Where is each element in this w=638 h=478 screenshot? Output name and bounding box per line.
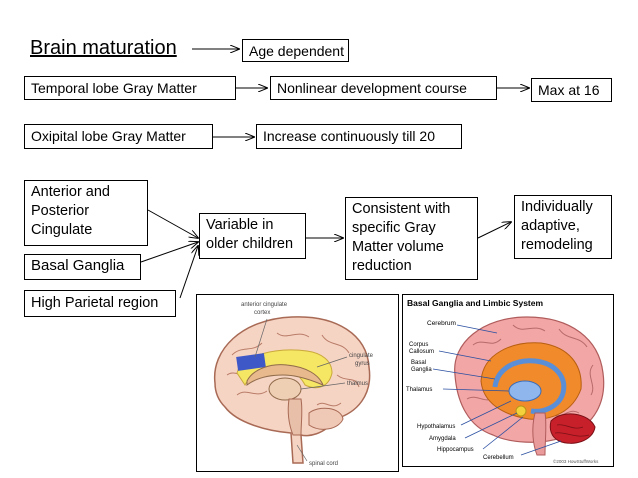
label-callosum: Callosum: [409, 349, 434, 355]
consistent-line-2: specific Gray: [352, 220, 436, 236]
anterior-cingulate-blue: [236, 353, 266, 371]
corpus-orange: [480, 342, 582, 420]
variable-line-2: older children: [206, 236, 294, 252]
consistent-line-3: Matter volume: [352, 239, 444, 255]
variable-older-children-box: Variable in older children: [199, 213, 306, 259]
arrow-consistent-to-individual: [477, 222, 511, 239]
cerebrum-gyri: [466, 324, 594, 417]
individual-line-2: adaptive,: [521, 218, 580, 234]
limbic-blue-ring: [492, 358, 567, 414]
cerebellum-red: [549, 413, 596, 444]
label-cerebellum: Cerebellum: [483, 455, 514, 461]
nonlinear-course-box: Nonlinear development course: [270, 76, 497, 100]
cingulate-brain-image: anterior cingulate cortex cingulate gyru…: [196, 294, 399, 472]
variable-line-1: Variable in: [206, 217, 274, 233]
anterior-line-3: Cingulate: [31, 222, 93, 238]
page-title: Brain maturation: [30, 37, 177, 59]
label-ganglia: Ganglia: [411, 367, 432, 373]
arrow-basal-to-variable: [140, 242, 198, 263]
temporal-gray-matter-box: Temporal lobe Gray Matter: [24, 76, 236, 100]
arrow-anterior-to-variable: [147, 209, 198, 238]
gyri-lines: [226, 332, 360, 407]
occipital-gray-matter-box: Oxipital lobe Gray Matter: [24, 124, 213, 149]
label-amygdala: Amygdala: [429, 436, 456, 442]
cingulate-brain-drawing: anterior cingulate cortex cingulate gyru…: [213, 302, 374, 467]
anterior-posterior-cingulate-box: Anterior and Posterior Cingulate: [24, 180, 148, 246]
anterior-line-1: Anterior and: [31, 184, 110, 200]
label-hypothalamus: Hypothalamus: [417, 424, 455, 430]
thalamus-blue: [508, 380, 542, 402]
anterior-line-2: Posterior: [31, 203, 90, 219]
basal-ganglia-box: Basal Ganglia: [24, 254, 141, 280]
basal-ganglia-limbic-image: Basal Ganglia and Limbic System Cerebrum…: [402, 294, 614, 467]
brainstem-right: [532, 412, 547, 456]
consistent-line-4: reduction: [352, 258, 412, 274]
increase-till-20-box: Increase continuously till 20: [256, 124, 462, 149]
max-at-16-box: Max at 16: [531, 78, 612, 102]
age-dependent-box: Age dependent: [242, 39, 349, 62]
consistent-gray-matter-box: Consistent with specific Gray Matter vol…: [345, 197, 478, 280]
individual-line-3: remodeling: [521, 237, 593, 253]
label-anterior-cingulate: anterior cingulate: [241, 302, 288, 308]
arrow-parietal-to-variable: [179, 246, 198, 299]
amygdala-yellow: [515, 405, 527, 417]
label-thalmus: thalmus: [347, 381, 368, 387]
label-cingulate: cingulate: [349, 353, 374, 359]
label-hippocampus: Hippocampus: [437, 447, 474, 453]
individually-adaptive-box: Individually adaptive, remodeling: [514, 195, 612, 259]
label-basal: Basal: [411, 360, 426, 366]
label-cortex: cortex: [254, 310, 270, 316]
consistent-line-1: Consistent with: [352, 201, 451, 217]
thalamus-shape: [268, 377, 302, 401]
label-spinal-cord: spinal cord: [309, 461, 338, 467]
limbic-brain-drawing: Basal Ganglia and Limbic System Cerebrum…: [406, 298, 605, 464]
label-gyrus: gyrus: [355, 361, 370, 367]
high-parietal-region-box: High Parietal region: [24, 290, 176, 317]
image-credit: ©2003 HowStuffWorks: [553, 458, 599, 464]
corpus-callosum: [246, 364, 324, 386]
individual-line-1: Individually: [521, 199, 593, 215]
label-corpus: Corpus: [409, 342, 428, 348]
brainstem: [287, 398, 303, 436]
limbic-image-title: Basal Ganglia and Limbic System: [407, 298, 543, 308]
label-thalamus: Thalamus: [406, 387, 432, 393]
cerebellum-left: [308, 407, 344, 430]
label-cerebrum: Cerebrum: [427, 320, 456, 327]
